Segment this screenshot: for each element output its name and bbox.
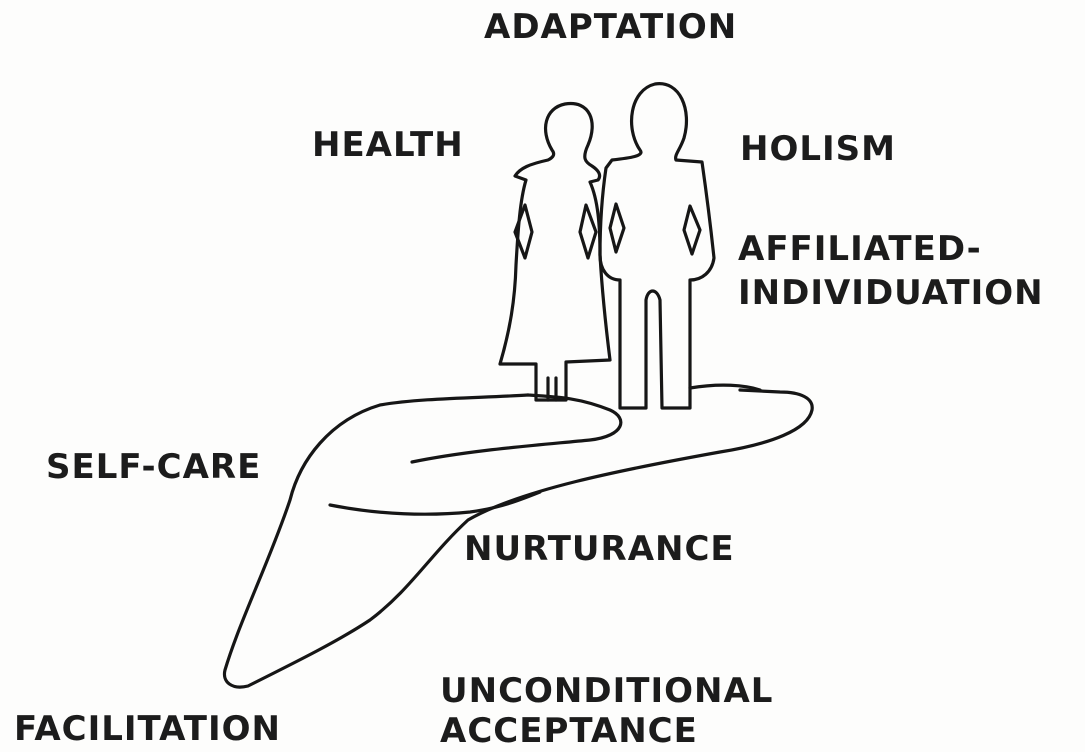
label-unconditional: UNCONDITIONAL: [440, 674, 773, 710]
label-facilitation: FACILITATION: [14, 712, 281, 748]
label-self-care: SELF-CARE: [46, 450, 261, 486]
woman-arm-gap-right: [580, 205, 596, 258]
label-affiliated: AFFILIATED-: [738, 232, 982, 268]
man-arm-gap-right: [684, 206, 700, 254]
man-figure: [600, 84, 714, 408]
label-adaptation: ADAPTATION: [484, 10, 737, 46]
label-holism: HOLISM: [740, 132, 896, 168]
woman-figure: [500, 104, 610, 400]
label-nurturance: NURTURANCE: [464, 532, 735, 568]
label-individuation: INDIVIDUATION: [738, 276, 1044, 312]
man-arm-gap-left: [610, 204, 624, 252]
palm-line: [330, 492, 540, 514]
thumb-outline: [412, 395, 621, 462]
woman-outline: [500, 104, 610, 400]
label-acceptance: ACCEPTANCE: [440, 714, 698, 750]
label-health: HEALTH: [312, 128, 464, 164]
